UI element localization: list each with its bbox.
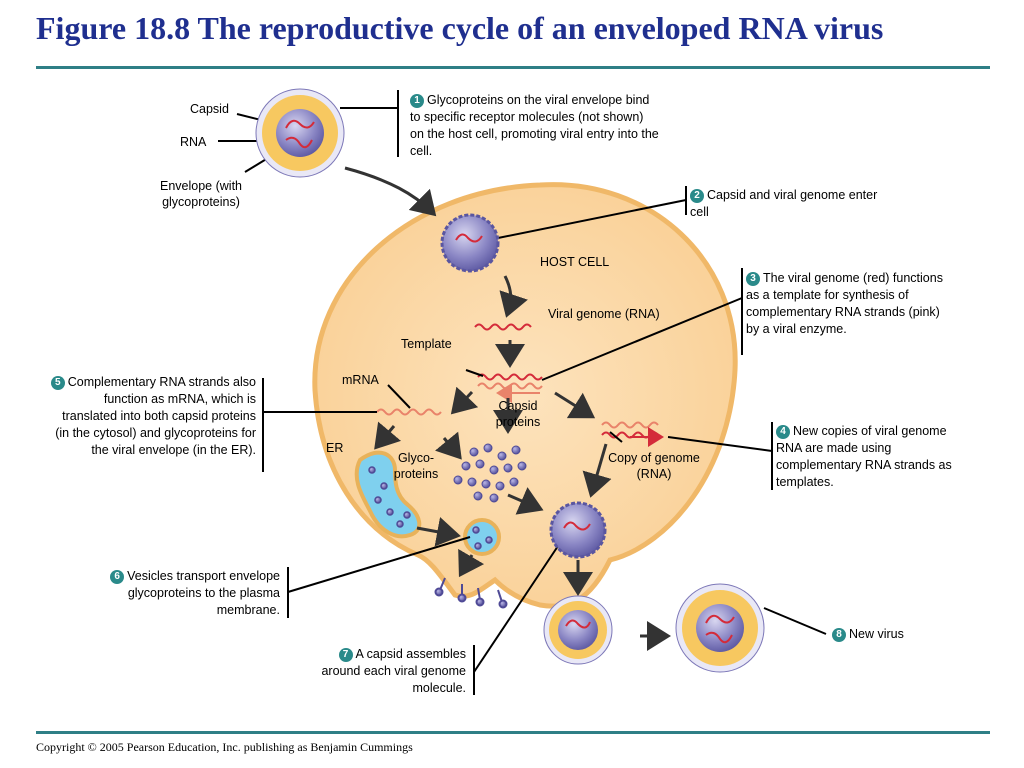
copyright-notice: Copyright © 2005 Pearson Education, Inc.… — [36, 740, 413, 754]
label-viral-genome: Viral genome (RNA) — [548, 307, 660, 321]
label-host-cell: HOST CELL — [540, 255, 610, 269]
step-8-text: New virus — [849, 627, 904, 641]
enveloped-virus-entering — [255, 88, 345, 178]
copy-pink-rna — [601, 421, 659, 429]
step-7-text: A capsid assembles around each viral gen… — [321, 647, 466, 695]
step-2-text: Capsid and viral genome enter cell — [690, 188, 878, 219]
step-6-badge: 6 — [110, 570, 125, 584]
label-er: ER — [326, 441, 344, 455]
step-6-text: Vesicles transport envelope glycoprotein… — [127, 569, 280, 617]
top-rule — [36, 66, 990, 69]
label-copy-of-genome: Copy of genome (RNA) — [608, 451, 700, 481]
step-4-badge: 4 — [776, 425, 790, 439]
step-4-text: New copies of viral genome RNA are made … — [776, 424, 952, 489]
step-3-text: The viral genome (red) functions as a te… — [746, 271, 943, 336]
assembled-capsid — [549, 501, 607, 559]
step-1-badge: 1 — [410, 94, 424, 108]
template-rna — [477, 373, 543, 381]
new-virus — [675, 583, 765, 673]
label-rna: RNA — [180, 135, 207, 149]
step-1-text: Glycoproteins on the viral envelope bind… — [410, 93, 659, 158]
step-2-badge: 2 — [690, 189, 704, 203]
label-mrna: mRNA — [342, 373, 379, 387]
bottom-rule — [36, 731, 990, 734]
step-3-badge: 3 — [746, 272, 760, 286]
vesicle — [463, 518, 501, 556]
label-template: Template — [401, 337, 452, 351]
label-capsid: Capsid — [190, 102, 229, 116]
capsid-in-cell — [440, 213, 500, 273]
mrna-strand — [376, 408, 442, 416]
membrane-glycoproteins — [434, 577, 508, 609]
label-capsid-proteins: Capsid proteins — [495, 399, 541, 429]
capsid-protein-cluster — [453, 443, 527, 503]
step-5-text: Complementary RNA strands also function … — [55, 375, 256, 457]
step-5-badge: 5 — [50, 376, 65, 390]
figure-title: Figure 18.8 The reproductive cycle of an… — [36, 10, 884, 46]
label-glycoproteins: Glyco- proteins — [393, 451, 439, 481]
budding-virus — [543, 595, 613, 665]
label-envelope: Envelope (with glycoproteins) — [160, 179, 242, 209]
viral-genome-rna — [474, 323, 532, 331]
er-glycoproteins — [368, 466, 411, 528]
host-cell — [312, 182, 738, 609]
step-8-badge: 8 — [832, 628, 846, 642]
step-7-badge: 7 — [338, 648, 353, 662]
